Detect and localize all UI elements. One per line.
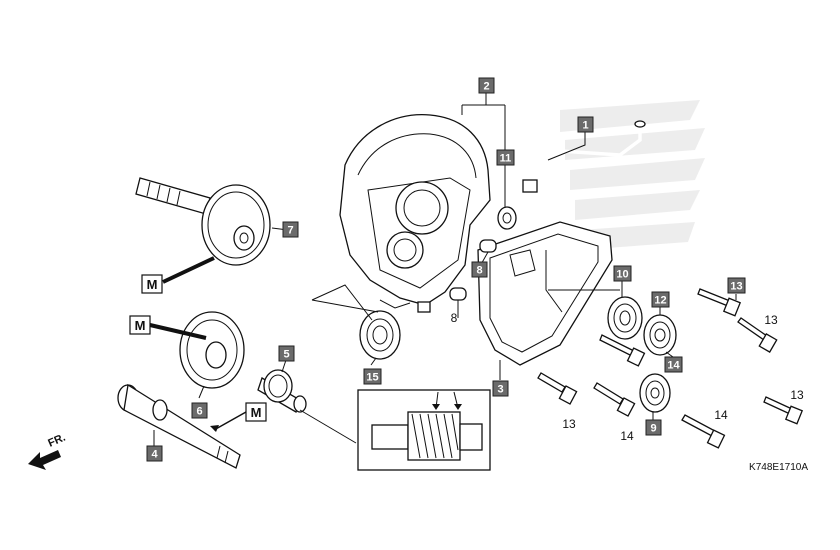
- svg-text:13: 13: [764, 313, 778, 327]
- svg-text:8: 8: [451, 311, 458, 325]
- bearing-10: [607, 296, 643, 340]
- callout-9: 9: [645, 419, 662, 436]
- lube-pointers: [149, 256, 247, 432]
- callout-13-left: 13: [562, 417, 576, 431]
- bearing-12: [643, 314, 677, 356]
- callout-13-box: 13: [727, 277, 746, 294]
- callout-8-box: 8: [471, 261, 488, 278]
- svg-text:6: 6: [196, 406, 202, 418]
- svg-text:1: 1: [582, 120, 588, 132]
- callout-14-right: 14: [714, 408, 728, 422]
- cover-gasket: [477, 221, 613, 366]
- callout-15: 15: [363, 368, 382, 385]
- svg-text:13: 13: [730, 281, 742, 293]
- svg-text:M: M: [251, 405, 262, 420]
- callout-4: 4: [146, 445, 163, 462]
- svg-text:4: 4: [151, 449, 158, 461]
- bearing-15: [359, 310, 401, 360]
- svg-text:14: 14: [667, 360, 680, 372]
- callout-14-center: 14: [620, 429, 634, 443]
- svg-text:11: 11: [500, 153, 512, 165]
- bolt-14-right: [681, 414, 726, 449]
- countershaft-gear: [179, 311, 245, 389]
- svg-text:M: M: [135, 318, 146, 333]
- final-shaft: [135, 177, 271, 266]
- inset-pointer: [299, 409, 357, 444]
- callout-11: 11: [496, 149, 515, 166]
- bolt-14-center: [599, 334, 646, 367]
- front-direction-arrow-icon: FR.: [28, 432, 67, 470]
- svg-text:14: 14: [620, 429, 634, 443]
- bolt-13-upper: [697, 288, 742, 317]
- callout-7: 7: [282, 221, 299, 238]
- lube-marker-counter-gear: M: [129, 315, 151, 335]
- svg-text:9: 9: [650, 423, 656, 435]
- svg-text:15: 15: [366, 372, 378, 384]
- transmission-cover: [339, 114, 491, 313]
- callout-3: 3: [492, 380, 509, 397]
- callout-12: 12: [651, 291, 670, 308]
- oil-seal-11: [497, 206, 517, 230]
- callout-2: 2: [478, 77, 495, 94]
- svg-text:13: 13: [790, 388, 804, 402]
- callout-13-right-upper: 13: [764, 313, 778, 327]
- svg-text:14: 14: [714, 408, 728, 422]
- bolt-13-middle: [737, 317, 778, 353]
- svg-text:12: 12: [654, 295, 666, 307]
- main-shaft: [117, 383, 241, 469]
- dowel-pin-upper: [479, 239, 497, 253]
- drive-pinion: [257, 369, 307, 413]
- callout-8-plain: 8: [451, 311, 458, 325]
- svg-text:FR.: FR.: [46, 432, 67, 450]
- leader-lines: [153, 92, 737, 446]
- breather-tube: [522, 120, 646, 193]
- svg-text:13: 13: [562, 417, 576, 431]
- lube-marker-final-shaft: M: [141, 274, 163, 294]
- bolt-13-lower-left: [537, 372, 578, 405]
- callout-1: 1: [577, 116, 594, 133]
- svg-text:5: 5: [283, 349, 289, 361]
- dowel-pin-lower: [449, 287, 467, 301]
- svg-text:2: 2: [483, 81, 489, 93]
- diagram-code: K748E1710A: [749, 462, 808, 473]
- svg-text:3: 3: [497, 384, 503, 396]
- svg-text:M: M: [147, 277, 158, 292]
- detail-inset: [357, 389, 491, 471]
- callout-13-right-lower: 13: [790, 388, 804, 402]
- svg-text:7: 7: [287, 225, 293, 237]
- callout-14-box: 14: [664, 356, 683, 373]
- callout-5: 5: [278, 345, 295, 362]
- bearing-9: [639, 373, 671, 413]
- svg-text:8: 8: [476, 265, 482, 277]
- bolt-14-lower: [593, 382, 636, 417]
- svg-text:10: 10: [616, 269, 628, 281]
- callout-6: 6: [191, 402, 208, 419]
- bolt-13-lower-right: [763, 396, 804, 425]
- callout-10: 10: [613, 265, 632, 282]
- lube-marker-main-shaft: M: [245, 402, 267, 422]
